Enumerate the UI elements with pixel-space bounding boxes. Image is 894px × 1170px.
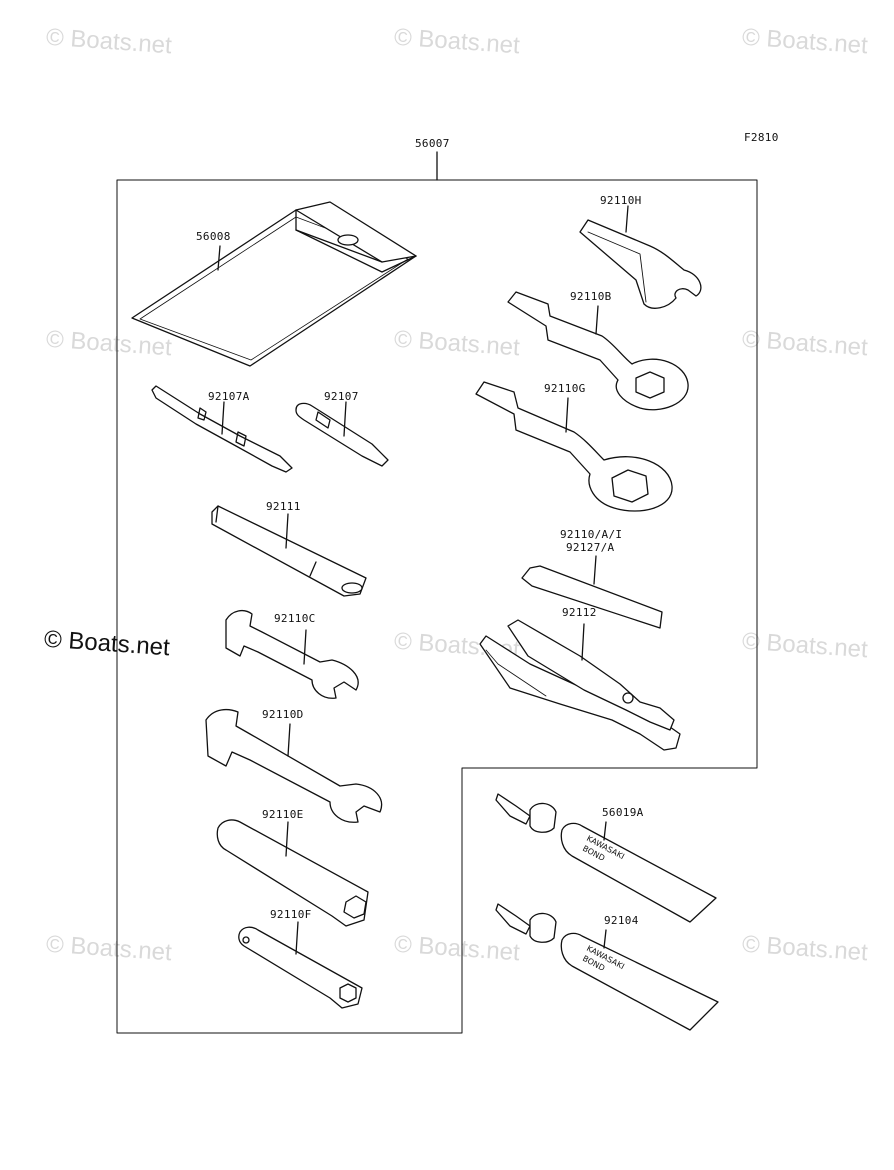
part-label-92112: 92112 (562, 606, 597, 619)
bond-tube-a-illustration: KAWASAKI BOND (495, 793, 717, 923)
ring-wrench-b-illustration (507, 291, 689, 411)
part-label-92110f: 92110F (270, 908, 312, 921)
part-label-92110b: 92110B (570, 290, 612, 303)
open-wrench-d-illustration (205, 708, 383, 823)
part-label-92111: 92111 (266, 500, 301, 513)
part-label-92110d: 92110D (262, 708, 304, 721)
open-wrench-c-illustration (225, 609, 359, 699)
part-label-56007: 56007 (415, 137, 450, 150)
part-label-92104: 92104 (604, 914, 639, 927)
tool-pouch-illustration (131, 201, 417, 367)
screwdriver-bit-illustration (295, 401, 389, 467)
screwdriver-bit-a-illustration (151, 385, 293, 473)
part-label-56008: 56008 (196, 230, 231, 243)
ring-wrench-g-illustration (475, 381, 673, 512)
box-wrench-e-illustration (216, 819, 369, 927)
part-label-92110-a-i: 92110/A/I (560, 528, 623, 541)
part-label-92127-a: 92127/A (566, 541, 615, 554)
part-label-56019a: 56019A (602, 806, 644, 819)
hook-wrench-illustration (579, 205, 702, 309)
part-label-92107: 92107 (324, 390, 359, 403)
part-label-92110g: 92110G (544, 382, 586, 395)
part-label-92110e: 92110E (262, 808, 304, 821)
figure-code: F2810 (744, 131, 779, 144)
part-label-92110h: 92110H (600, 194, 642, 207)
box-wrench-f-illustration (238, 921, 363, 1009)
part-label-92107a: 92107A (208, 390, 250, 403)
allen-key-illustration (521, 555, 663, 629)
pliers-illustration (479, 619, 681, 751)
part-label-92110c: 92110C (274, 612, 316, 625)
handle-bar-illustration (211, 505, 367, 597)
kit-outline (116, 179, 758, 1034)
